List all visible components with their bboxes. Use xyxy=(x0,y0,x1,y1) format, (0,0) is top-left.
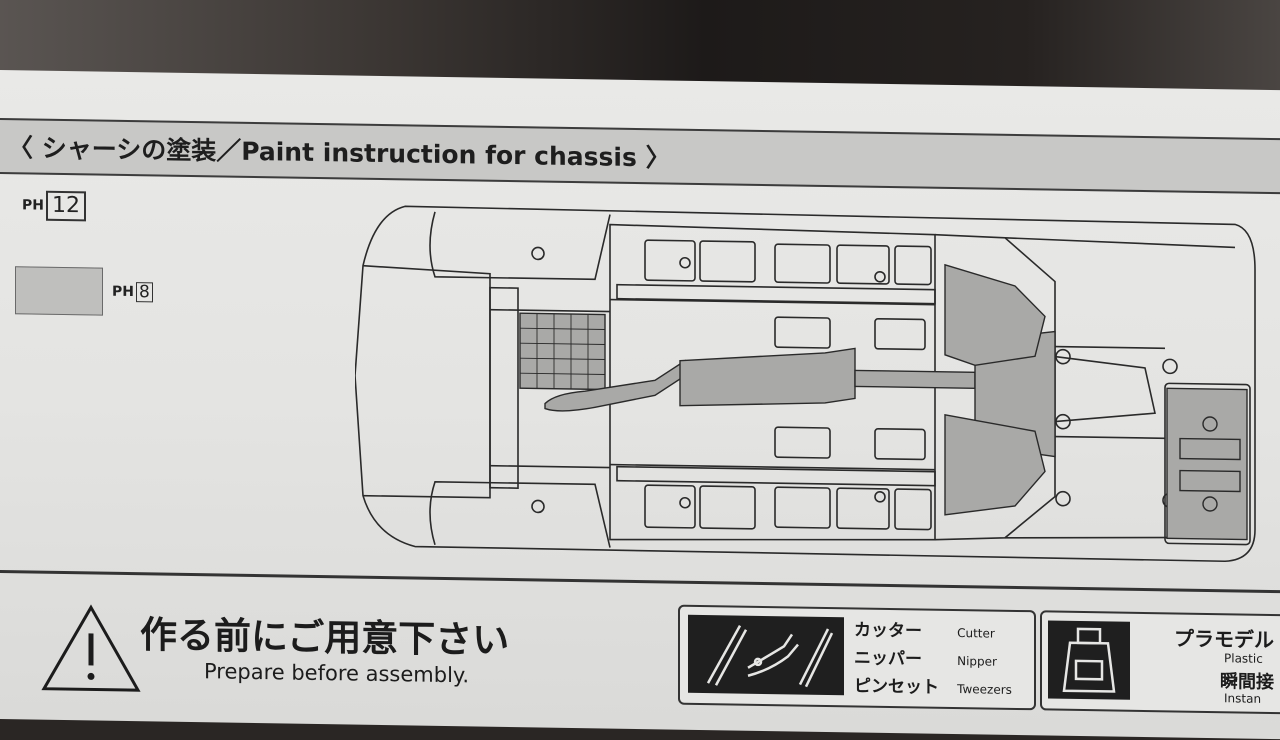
tools-icon xyxy=(688,614,844,696)
glue-label-en: Plastic xyxy=(1224,651,1263,666)
tools-list-box: カッター Cutter ニッパー Nipper ピンセット Tweezers xyxy=(678,604,1036,711)
tool-item-cutter: カッター Cutter xyxy=(854,615,995,642)
tool-label-en: Tweezers xyxy=(957,682,1012,697)
section-header: 〈 シャーシの塗装／Paint instruction for chassis … xyxy=(0,118,1280,195)
glue-type-en: Instan xyxy=(1224,691,1262,706)
ph-paint-icon-small: PH xyxy=(112,283,134,301)
prepare-section: 作る前にご用意下さい Prepare before assembly. カッター… xyxy=(0,588,1280,728)
tool-label-jp: ニッパー xyxy=(854,648,922,670)
glue-box: プラモデル Plastic 瞬間接 Instan xyxy=(1040,610,1280,715)
section-title: 〈 シャーシの塗装／Paint instruction for chassis … xyxy=(8,133,671,173)
glue-type-jp: 瞬間接 xyxy=(1220,671,1274,694)
instruction-sheet: 〈 シャーシの塗装／Paint instruction for chassis … xyxy=(0,70,1280,740)
glue-label-jp: プラモデル xyxy=(1174,626,1274,653)
tool-label-en: Nipper xyxy=(957,654,997,669)
paint-code-number: 12 xyxy=(45,190,86,222)
glue-bottle-icon xyxy=(1048,620,1130,700)
warning-icon xyxy=(41,604,141,692)
tool-item-nipper: ニッパー Nipper xyxy=(854,643,997,670)
chassis-underside-diagram xyxy=(355,205,1256,563)
divider xyxy=(0,570,1280,594)
swatch-paint-code: PH 8 xyxy=(112,282,153,303)
color-swatch xyxy=(15,266,103,316)
tool-label-jp: カッター xyxy=(854,620,922,642)
ph-paint-icon: PH xyxy=(22,197,44,214)
tool-label-en: Cutter xyxy=(957,626,995,641)
prepare-title-jp: 作る前にご用意下さい xyxy=(140,613,510,663)
prepare-title-en: Prepare before assembly. xyxy=(204,659,470,688)
tool-item-tweezers: ピンセット Tweezers xyxy=(854,671,1012,698)
paint-code-primary: PH 12 xyxy=(22,190,86,222)
tool-label-jp: ピンセット xyxy=(854,676,939,698)
swatch-code-number: 8 xyxy=(135,282,153,303)
